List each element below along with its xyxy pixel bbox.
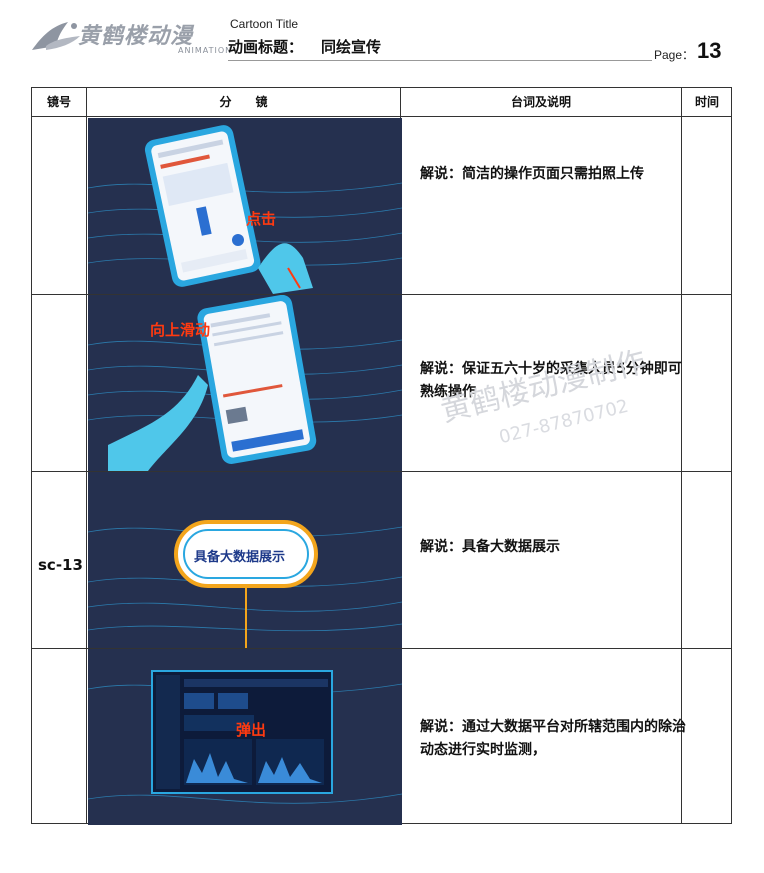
storyboard-frame-3: 具备大数据展示	[88, 472, 402, 648]
bigdata-label: 具备大数据展示	[194, 550, 286, 565]
column-divider	[681, 88, 682, 823]
dialogue-text: 简洁的操作页面只需拍照上传	[462, 166, 644, 182]
dialogue-prefix: 解说：	[420, 166, 462, 182]
row-divider	[32, 648, 731, 649]
dialogue-text: 通过大数据平台对所辖范围内的除治动态进行实时监测，	[420, 719, 686, 758]
column-header-shot: 镜号	[32, 88, 86, 117]
tap-label: 点击	[246, 210, 277, 228]
row-divider	[32, 471, 731, 472]
column-header-time: 时间	[682, 88, 732, 117]
dialogue-cell-4: 解说：通过大数据平台对所辖范围内的除治动态进行实时监测，	[420, 716, 690, 762]
swipe-up-label: 向上滑动	[150, 321, 211, 339]
row-divider	[32, 294, 731, 295]
dialogue-cell-1: 解说：简洁的操作页面只需拍照上传	[420, 163, 690, 186]
header-divider	[228, 60, 652, 61]
animation-title-label: 动画标题：	[228, 38, 304, 56]
column-header-storyboard: 分 镜	[87, 88, 400, 117]
scene-phone-tap	[88, 125, 402, 294]
page-label: Page：	[654, 48, 695, 62]
dialogue-prefix: 解说：	[420, 719, 462, 735]
storyboard-frame-1: 点击	[88, 118, 402, 294]
storyboard-frame-4: 弹出	[88, 649, 402, 825]
column-divider	[86, 88, 87, 823]
page-number: 13	[697, 38, 722, 63]
animation-title-value: 同绘宣传	[321, 38, 382, 56]
logo-subtext: ANIMATION	[178, 46, 233, 55]
column-header-dialogue: 台词及说明	[401, 88, 681, 117]
company-logo: 黄鹤楼动漫 ANIMATION	[28, 14, 231, 58]
cartoon-title-label: Cartoon Title	[230, 17, 299, 31]
dialogue-prefix: 解说：	[420, 539, 462, 555]
page-header: 黄鹤楼动漫 ANIMATION Cartoon Title 动画标题：同绘宣传 …	[0, 0, 764, 70]
popup-label: 弹出	[236, 721, 267, 739]
scene-bigdata-capsule	[88, 520, 402, 648]
dialogue-text: 保证五六十岁的采集人员5分钟即可熟练操作	[420, 361, 682, 400]
shot-number: sc-13	[38, 556, 83, 574]
logo-text: 黄鹤楼动漫	[78, 24, 194, 49]
storyboard-frame-2: 向上滑动	[88, 295, 402, 471]
animation-title: 动画标题： 同绘宣传	[228, 36, 381, 57]
scene-dashboard-popup	[88, 670, 402, 804]
dialogue-text: 具备大数据展示	[462, 539, 560, 555]
crane-logo-icon	[32, 22, 80, 50]
dialogue-cell-2: 解说：保证五六十岁的采集人员5分钟即可熟练操作	[420, 358, 690, 404]
storyboard-table: 镜号 分 镜 台词及说明 时间 sc-13	[31, 87, 732, 825]
scene-phone-swipe	[88, 295, 402, 471]
dialogue-prefix: 解说：	[420, 361, 462, 377]
dialogue-cell-3: 解说：具备大数据展示	[420, 536, 690, 559]
